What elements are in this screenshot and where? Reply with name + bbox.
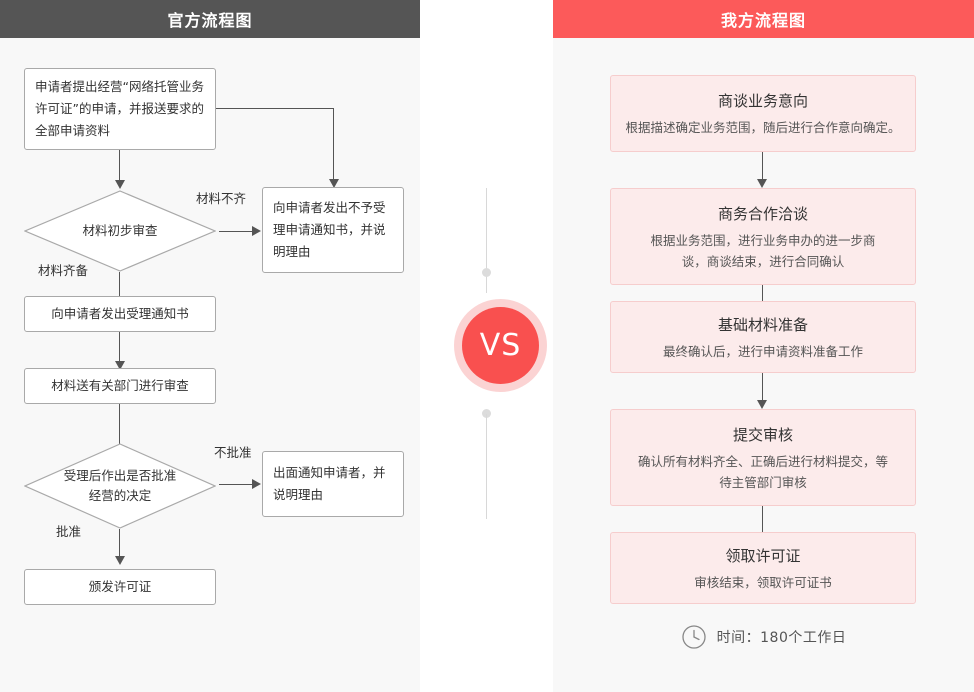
connector-d2-to-n5 [219,484,255,485]
edge-label-materials-incomplete: 材料不齐 [196,191,247,206]
connector-n1-elbow-horizontal [216,108,334,109]
diamond-shape [24,190,216,272]
card-arrowhead-1 [757,179,767,188]
process-card-1-title: 商谈业务意向 [717,92,808,110]
vs-line-top [486,188,487,293]
arrowhead-n3-to-n4 [115,361,125,370]
flow-node-application-submit: 申请者提出经营“网络托管业务许可证”的申请，并报送要求的全部申请资料 [24,68,216,150]
flow-node-rejection-notice: 向申请者发出不予受理申请通知书，并说明理由 [262,187,404,273]
our-flowchart: 商谈业务意向 根据描述确定业务范围，随后进行合作意向确定。 商务合作洽谈 根据业… [553,38,974,692]
connector-d2-to-n6 [119,529,120,559]
connector-n1-to-d1 [119,150,120,182]
process-card-3-title: 基础材料准备 [717,315,808,334]
official-process-panel: 官方流程图 申请者提出经营“网络托管业务许可证”的申请，并报送要求的全部申请资料… [0,0,420,692]
arrowhead-d1-to-n2 [252,226,261,236]
process-card-2-desc: 根据业务范围，进行业务申办的进一步商谈，商谈结束，进行合同确认 [650,232,876,269]
edge-label-approved: 批准 [56,524,82,539]
arrowhead-n1-to-d1 [115,180,125,189]
vs-badge-label: VS [462,307,539,384]
vs-badge: VS [454,299,547,392]
arrowhead-d2-to-n6 [115,556,125,565]
flow-node-department-review: 材料送有关部门进行审查 [24,368,216,404]
process-card-4-desc: 确认所有材料齐全、正确后进行材料提交，等待主管部门审核 [637,453,888,490]
process-card-1-desc: 根据描述确定业务范围，随后进行合作意向确定。 [625,120,901,135]
card-connector-3 [762,373,763,403]
process-card-4: 提交审核 确认所有材料齐全、正确后进行材料提交，等待主管部门审核 [610,409,916,506]
process-card-5: 领取许可证 审核结束，领取许可证书 [610,532,916,604]
process-card-3: 基础材料准备 最终确认后，进行申请资料准备工作 [610,301,916,373]
process-card-5-title: 领取许可证 [725,546,801,565]
connector-n1-elbow-vertical [333,108,334,182]
processing-time-row: 时间：180个工作日 [553,624,974,650]
our-process-header: 我方流程图 [553,0,974,38]
flow-decision-approval: 受理后作出是否批准经营的决定 [24,443,216,529]
vs-dot-top [482,268,491,277]
process-card-2: 商务合作洽谈 根据业务范围，进行业务申办的进一步商谈，商谈结束，进行合同确认 [610,188,916,285]
card-connector-4 [762,506,763,536]
edge-label-not-approved: 不批准 [214,445,252,460]
processing-time-label: 时间：180个工作日 [716,630,847,646]
flow-decision-initial-review: 材料初步审查 [24,190,216,272]
official-flowchart: 申请者提出经营“网络托管业务许可证”的申请，并报送要求的全部申请资料 材料初步审… [0,38,420,692]
card-connector-2 [762,285,763,315]
flow-node-denial-notice: 出面通知申请者，并说明理由 [262,451,404,517]
flow-decision-approval-label: 受理后作出是否批准经营的决定 [63,468,177,503]
card-arrowhead-3 [757,400,767,409]
process-card-1: 商谈业务意向 根据描述确定业务范围，随后进行合作意向确定。 [610,75,916,152]
process-card-4-title: 提交审核 [732,425,793,444]
vs-divider: VS [420,0,553,692]
clock-icon [681,625,706,649]
flow-node-issue-license: 颁发许可证 [24,569,216,605]
arrowhead-d2-to-n5 [252,479,261,489]
process-card-2-title: 商务合作洽谈 [717,204,808,223]
arrowhead-n1-to-n2 [329,179,339,188]
connector-d1-to-n2 [219,231,255,232]
official-process-header: 官方流程图 [0,0,420,38]
flow-decision-initial-review-label: 材料初步审查 [82,223,158,238]
connector-n3-to-n4 [119,332,120,364]
vs-dot-bottom [482,409,491,418]
vs-line-bottom [486,414,487,519]
connector-d1-to-n3 [119,272,120,302]
diamond-shape [24,443,216,529]
flow-node-acceptance-notice: 向申请者发出受理通知书 [24,296,216,332]
card-connector-1 [762,152,763,182]
connector-n4-to-d2 [119,404,120,446]
process-card-3-desc: 最终确认后，进行申请资料准备工作 [662,343,863,359]
process-card-5-desc: 审核结束，领取许可证书 [694,574,832,590]
edge-label-materials-complete: 材料齐备 [38,263,89,278]
